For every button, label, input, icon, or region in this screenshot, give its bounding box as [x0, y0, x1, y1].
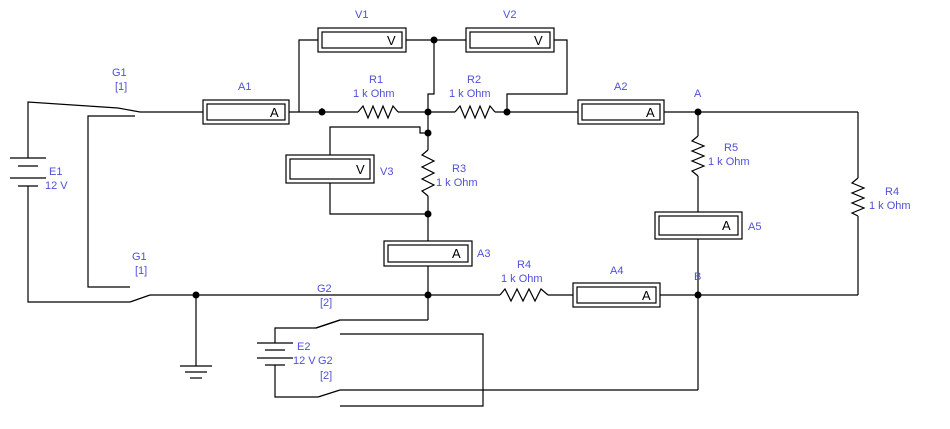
voltmeter-v2: V — [465, 27, 555, 53]
ammeter-a4: A — [572, 282, 661, 308]
ammeter-a1-label: A1 — [238, 81, 251, 93]
resistor-r2-value: 1 k Ohm — [449, 88, 491, 100]
ammeter-a2: A — [577, 99, 665, 125]
junction-dot — [424, 210, 432, 218]
resistor-r3-symbol — [420, 149, 436, 197]
resistor-r4-right-symbol — [850, 177, 866, 217]
ammeter-a3: A — [383, 240, 473, 267]
switch-g2-top-key: [2] — [320, 297, 332, 309]
ammeter-a1: A — [202, 99, 290, 125]
resistor-r2-name: R2 — [467, 74, 481, 86]
resistor-r4-bottom-value: 1 k Ohm — [501, 273, 543, 285]
junction-dot-node-a — [694, 108, 702, 116]
resistor-r5-name: R5 — [724, 142, 738, 154]
source-e1-name: E1 — [49, 166, 62, 178]
resistor-r2-symbol — [454, 104, 496, 120]
source-e2-value: 12 V — [293, 355, 316, 367]
switch-g1-top-name: G1 — [112, 67, 127, 79]
ammeter-a2-letter: A — [646, 105, 655, 120]
switch-g2-top-name: G2 — [317, 283, 332, 295]
switch-g1-bottom-blade — [129, 294, 151, 303]
switch-g1-bottom-key: [1] — [135, 265, 147, 277]
ground-icon — [180, 365, 212, 379]
ammeter-a4-letter: A — [642, 288, 651, 303]
resistor-r1-name: R1 — [369, 74, 383, 86]
resistor-r5-symbol — [690, 135, 706, 177]
labels: V1 V2 V3 A1 A2 A3 A4 A5 R1 1 k Ohm R2 1 … — [45, 9, 911, 382]
voltmeter-v1: V — [317, 27, 407, 53]
junction-dot — [430, 36, 438, 44]
resistor-r3-name: R3 — [452, 163, 466, 175]
switch-g1-top-blade — [117, 107, 141, 113]
voltmeter-v2-label: V2 — [503, 9, 516, 21]
voltmeter-v3-letter: V — [356, 162, 365, 177]
resistor-r4-bottom-name: R4 — [517, 259, 531, 271]
voltmeter-v1-letter: V — [387, 33, 396, 48]
ammeter-a1-letter: A — [270, 105, 279, 120]
ammeter-a5: A — [654, 211, 743, 240]
junction-dot — [424, 129, 432, 137]
junction-dot-node-b — [694, 291, 702, 299]
switch-g2-bottom-key: [2] — [320, 370, 332, 382]
ammeter-a2-label: A2 — [614, 81, 627, 93]
source-e2-name: E2 — [297, 341, 310, 353]
node-a-label: A — [694, 88, 702, 100]
ammeter-a5-label: A5 — [748, 221, 761, 233]
resistor-r4-right-value: 1 k Ohm — [869, 200, 911, 212]
resistor-r4-right-name: R4 — [885, 186, 899, 198]
ammeter-a4-label: A4 — [610, 265, 623, 277]
switch-g2-bottom-name: G2 — [318, 355, 333, 367]
source-e2 — [257, 342, 293, 366]
junction-dot — [424, 108, 432, 116]
voltmeter-v3-label: V3 — [380, 166, 393, 178]
switch-g1-bottom-name: G1 — [132, 251, 147, 263]
switch-g2-top-blade — [315, 319, 341, 329]
switch-blades — [117, 107, 341, 329]
junction-dots — [192, 36, 702, 299]
voltmeter-v3: V — [285, 154, 375, 184]
junction-dot — [424, 291, 432, 299]
ammeter-a3-letter: A — [452, 246, 461, 261]
junction-dot — [192, 291, 200, 299]
resistor-r5-value: 1 k Ohm — [708, 156, 750, 168]
meters: V V V A A A — [202, 27, 743, 308]
voltmeter-v2-letter: V — [534, 33, 543, 48]
voltmeter-v1-label: V1 — [355, 9, 368, 21]
ammeter-a5-letter: A — [722, 218, 731, 233]
node-b-label: B — [694, 271, 701, 283]
switch-g1-top-key: [1] — [115, 81, 127, 93]
resistor-symbols — [357, 104, 866, 303]
source-e1-value: 12 V — [45, 180, 68, 192]
resistor-r1-symbol — [357, 104, 399, 120]
ammeter-a3-label: A3 — [477, 248, 490, 260]
resistor-r3-value: 1 k Ohm — [436, 177, 478, 189]
resistor-r1-value: 1 k Ohm — [353, 88, 395, 100]
resistor-r4-bottom-symbol — [499, 287, 549, 303]
junction-dot — [318, 108, 326, 116]
junction-dot — [503, 108, 511, 116]
source-e1 — [10, 157, 46, 194]
